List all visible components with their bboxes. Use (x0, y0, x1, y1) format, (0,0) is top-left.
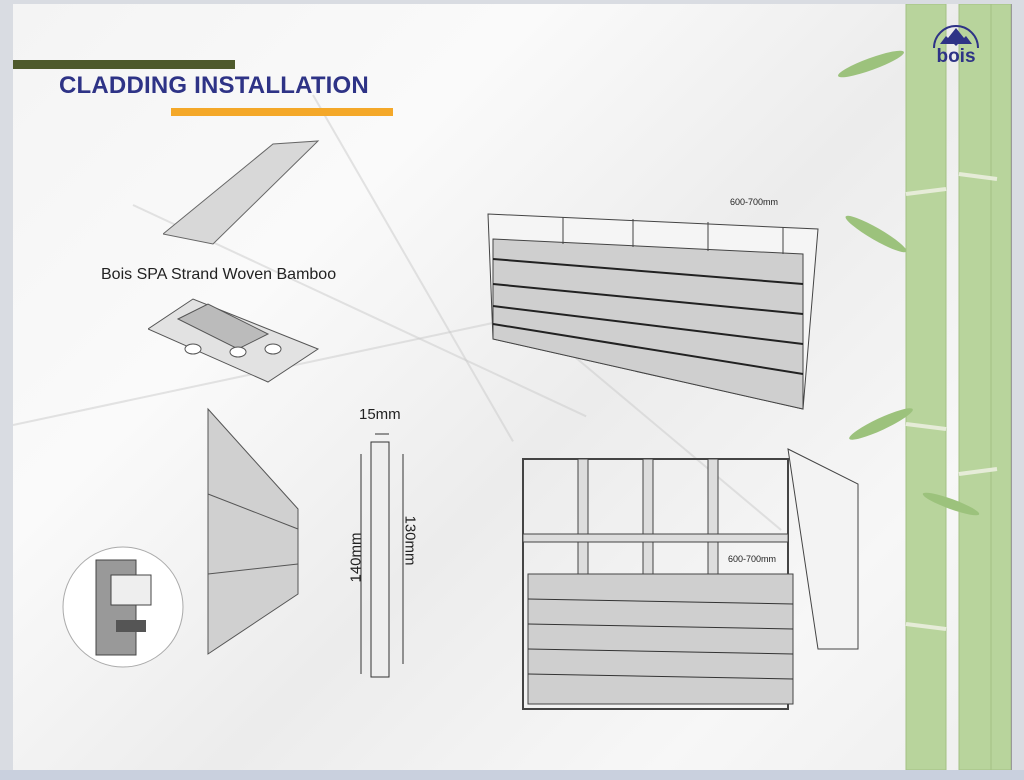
frame-cladding-illustration (522, 448, 859, 710)
viewer-footer-strip (0, 770, 1024, 780)
clip-detail-circle (62, 546, 184, 668)
bois-logo: bois (926, 22, 986, 72)
logo-text: bois (936, 46, 976, 67)
leaf-logo-icon (933, 25, 979, 49)
total-height-label: 140mm (347, 532, 365, 583)
stud-spacing-top-label: 600-700mm (730, 197, 779, 207)
title-top-bar (13, 60, 235, 69)
wall-cladding-illustration (487, 213, 819, 410)
stud-spacing-bottom-label: 600-700mm (728, 554, 777, 564)
thickness-label: 15mm (359, 406, 401, 423)
brochure-page: CLADDING INSTALLATION Bois SPA Strand Wo… (13, 4, 1012, 770)
title-underline (171, 108, 393, 116)
cladding-board-illustration (163, 140, 320, 245)
cover-height-label: 130mm (401, 515, 419, 566)
clip-illustration (148, 298, 320, 383)
wall-panels-illustration (207, 407, 299, 655)
product-caption: Bois SPA Strand Woven Bamboo (101, 266, 337, 283)
bamboo-decoration (838, 4, 1011, 770)
board-profile-drawing (360, 433, 404, 678)
page-title: CLADDING INSTALLATION (59, 72, 369, 99)
